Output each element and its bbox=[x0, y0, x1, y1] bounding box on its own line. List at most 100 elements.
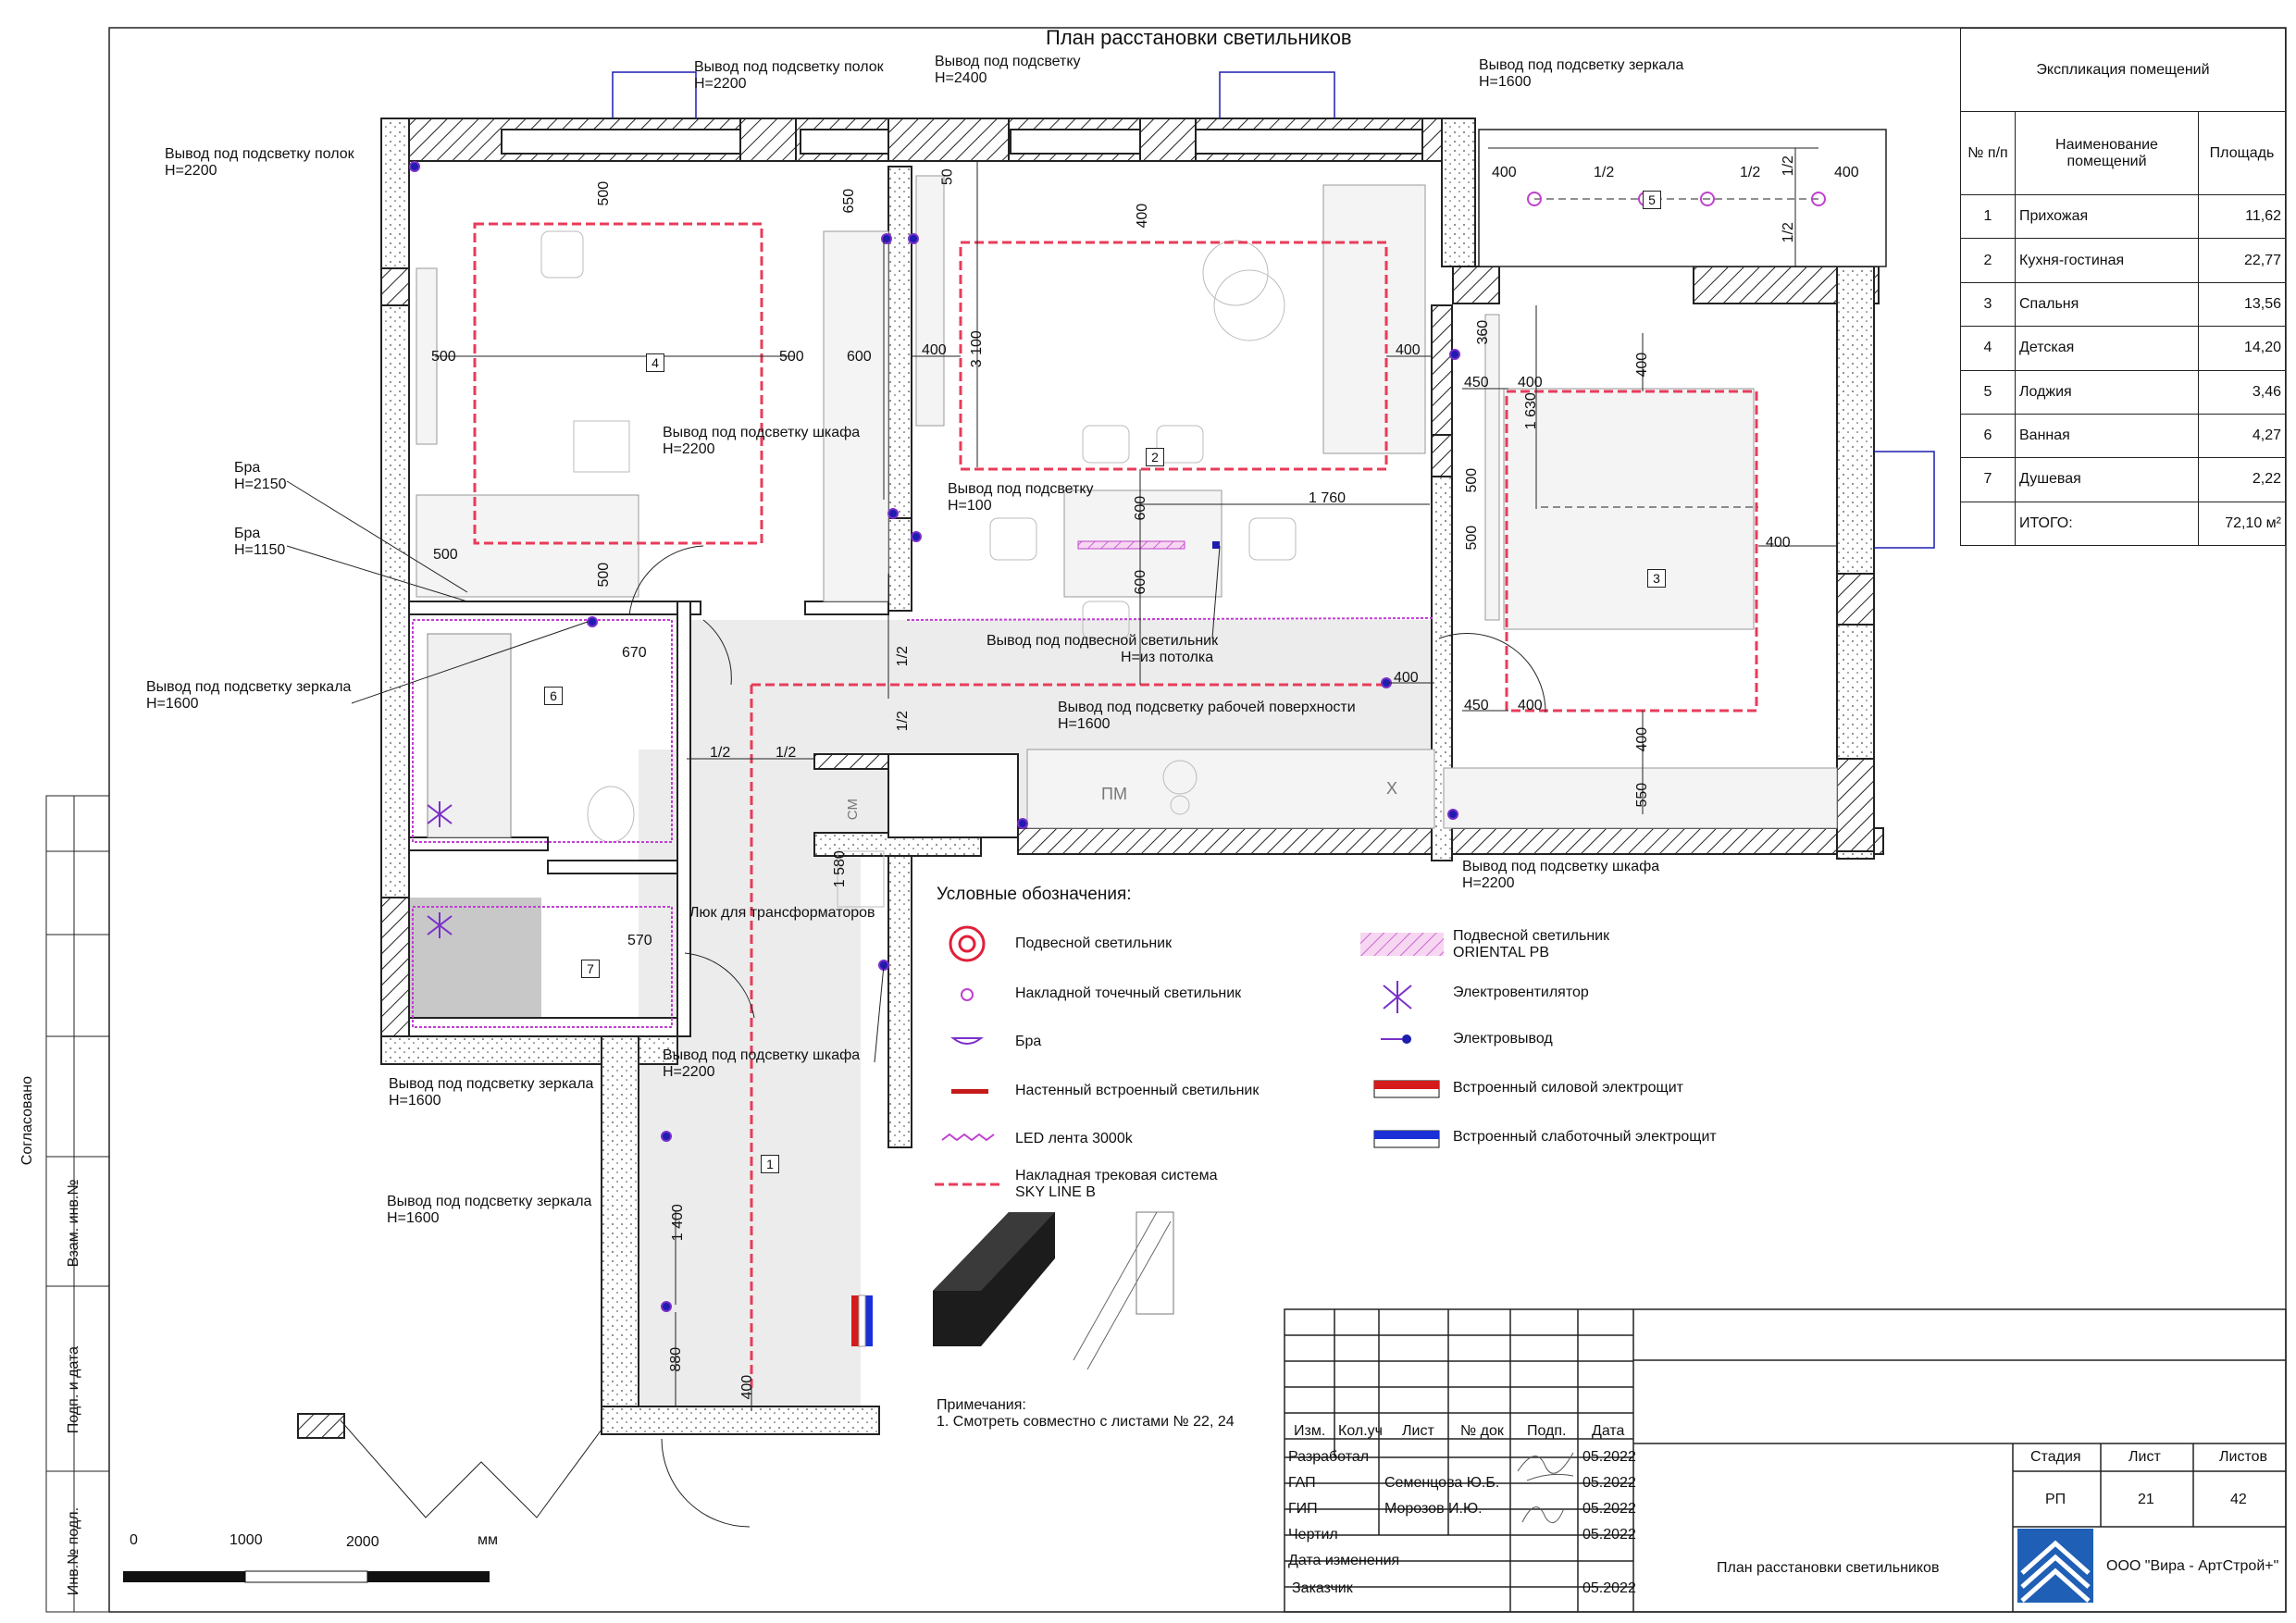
dim: 500 bbox=[431, 349, 456, 365]
dim: 500 bbox=[1464, 525, 1481, 551]
tb-drawing-title: План расстановки светильников bbox=[1717, 1560, 1940, 1576]
row-area: 2,22 bbox=[2198, 457, 2286, 502]
walls bbox=[297, 118, 1884, 1439]
tb-h-sign: Подп. bbox=[1527, 1423, 1567, 1439]
side-inv-no: Инв.№ подл. bbox=[65, 1506, 81, 1596]
dim: 400 bbox=[1834, 165, 1859, 180]
col-area: Площадь bbox=[2198, 111, 2286, 195]
tb-sheet-label: Лист bbox=[2128, 1449, 2161, 1465]
row-area: 11,62 bbox=[2198, 193, 2286, 240]
tb-sheets: 42 bbox=[2230, 1492, 2247, 1507]
side-agreed: Согласовано bbox=[19, 1075, 35, 1166]
dim: 360 bbox=[1475, 319, 1492, 345]
dim: 1 630 bbox=[1522, 392, 1539, 430]
side-inv-ref: Взам. инв.№ bbox=[65, 1179, 81, 1268]
legend-label: Подвесной светильник bbox=[1015, 935, 1173, 951]
dim: 500 bbox=[596, 180, 613, 206]
dim: 450 bbox=[1464, 375, 1489, 390]
dim: 400 bbox=[1394, 670, 1419, 686]
room-number: 5 bbox=[1643, 191, 1661, 209]
scale-label: 0 bbox=[130, 1532, 138, 1548]
room-number: 3 bbox=[1647, 569, 1666, 588]
legend-label: Накладной точечный светильник bbox=[1015, 985, 1242, 1001]
dim: 670 bbox=[622, 645, 647, 661]
scale-unit: мм bbox=[478, 1532, 498, 1548]
row-name: Душевая bbox=[2015, 457, 2199, 502]
dim: 880 bbox=[668, 1346, 685, 1372]
tb-role: ГИП bbox=[1288, 1501, 1318, 1517]
row-area: 13,56 bbox=[2198, 281, 2286, 328]
row-num: 4 bbox=[1960, 326, 2016, 371]
tb-name: Морозов И.Ю. bbox=[1384, 1501, 1483, 1517]
legend-label: Электровентилятор bbox=[1453, 985, 1589, 1000]
kitchen-mark-pm: ПМ bbox=[1101, 785, 1127, 803]
legend-label: LED лента 3000k bbox=[1015, 1131, 1133, 1146]
dim: 1 400 bbox=[669, 1204, 686, 1242]
room-number: 2 bbox=[1146, 448, 1164, 466]
tb-role: Чертил bbox=[1288, 1527, 1338, 1542]
legend-label: Настенный встроенный светильник bbox=[1015, 1083, 1260, 1098]
dim: 400 bbox=[1518, 698, 1543, 713]
legend-heading: Условные обозначения: bbox=[937, 885, 1132, 904]
room-number: 7 bbox=[581, 960, 600, 978]
row-name: Ванная bbox=[2015, 413, 2199, 459]
dim: 500 bbox=[1464, 467, 1481, 493]
tb-date: 05.2022 bbox=[1582, 1501, 1636, 1517]
legend-label: Встроенный силовой электрощит bbox=[1453, 1080, 1683, 1096]
row-num: 1 bbox=[1960, 193, 2016, 240]
dim: 1/2 bbox=[776, 745, 797, 761]
dim: 1/2 bbox=[894, 711, 911, 732]
dim: 1/2 bbox=[894, 646, 911, 667]
dim: 1 580 bbox=[831, 850, 848, 888]
col-name: Наименование помещений bbox=[2015, 111, 2199, 195]
tb-role: ГАП bbox=[1288, 1475, 1316, 1491]
dim: 500 bbox=[779, 349, 804, 365]
dim: 1/2 bbox=[1740, 165, 1761, 180]
legend-label: Электровывод bbox=[1453, 1031, 1553, 1047]
dim: 650 bbox=[841, 188, 858, 214]
col-num: № п/п bbox=[1960, 111, 2016, 195]
row-area: 22,77 bbox=[2198, 238, 2286, 283]
dim: 500 bbox=[433, 547, 458, 563]
dim: 600 bbox=[1133, 495, 1149, 521]
dim: 400 bbox=[1135, 203, 1151, 229]
row-area: 4,27 bbox=[2198, 413, 2286, 459]
row-num: 7 bbox=[1960, 457, 2016, 502]
tb-h-kol: Кол.уч bbox=[1338, 1423, 1383, 1439]
tb-name: Семенцова Ю.Б. bbox=[1384, 1475, 1500, 1491]
tb-role: Разработал bbox=[1288, 1449, 1370, 1465]
drawing-title: План расстановки светильников bbox=[1046, 26, 1352, 49]
tb-stage: РП bbox=[2045, 1492, 2066, 1507]
dim: 450 bbox=[1464, 698, 1489, 713]
notes: Примечания:1. Смотреть совместно с листа… bbox=[937, 1397, 1235, 1431]
dim: 1/2 bbox=[1780, 155, 1796, 177]
dim: 550 bbox=[1634, 782, 1651, 808]
row-num: 3 bbox=[1960, 281, 2016, 328]
tb-role: Заказчик bbox=[1292, 1580, 1353, 1596]
dim: 1/2 bbox=[1594, 165, 1615, 180]
dim: 600 bbox=[1133, 569, 1149, 595]
dim: 500 bbox=[596, 562, 613, 588]
room-number: 6 bbox=[544, 687, 563, 705]
side-sign-date: Подп. и дата bbox=[65, 1345, 81, 1434]
tb-sheets-label: Листов bbox=[2219, 1449, 2267, 1465]
dim: 400 bbox=[1766, 535, 1791, 551]
explication-table: Экспликация помещений № п/п Наименование… bbox=[1960, 28, 2286, 547]
tb-date: 05.2022 bbox=[1582, 1527, 1636, 1542]
